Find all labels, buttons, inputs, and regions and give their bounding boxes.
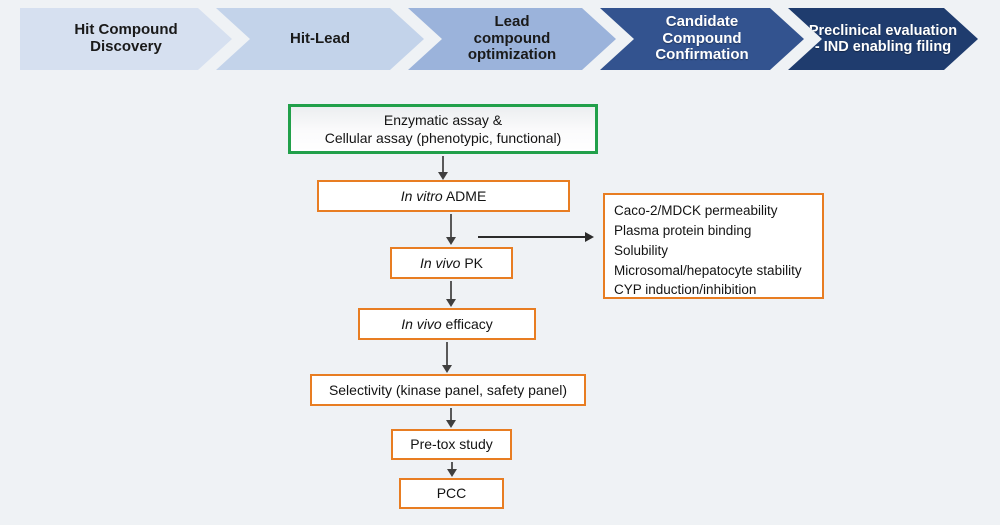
flow-node-selectivity[interactable]: Selectivity (kinase panel, safety panel) bbox=[310, 374, 586, 406]
stage-chevron-hit-lead[interactable]: Hit-Lead bbox=[216, 8, 424, 70]
flow-node-in-vivo-pk-label: In vivo PK bbox=[419, 254, 484, 271]
arrow-in-vivo-pk-to-in-vivo-efficacy bbox=[450, 281, 452, 300]
flow-node-assay-label: Enzymatic assay &Cellular assay (phenoty… bbox=[324, 111, 562, 146]
arrow-pre-tox-study-to-pcc bbox=[451, 462, 453, 470]
adme-assay-details-box[interactable]: Caco-2/MDCK permeability Plasma protein … bbox=[603, 193, 824, 299]
detail-item: Plasma protein binding bbox=[614, 222, 752, 238]
flow-node-in-vivo-pk[interactable]: In vivo PK bbox=[390, 247, 513, 279]
stage-label-hit-lead: Hit-Lead bbox=[290, 29, 350, 47]
flow-node-pre-tox-study[interactable]: Pre-tox study bbox=[391, 429, 512, 460]
flow-node-pre-tox-study-label: Pre-tox study bbox=[410, 436, 493, 453]
flow-node-in-vitro-adme[interactable]: In vitro ADME bbox=[317, 180, 570, 212]
arrow-assay-to-in-vitro-adme bbox=[442, 156, 444, 173]
detail-item: Microsomal/hepatocyte stability bbox=[614, 262, 802, 278]
detail-item: Caco-2/MDCK permeability bbox=[614, 203, 778, 218]
arrow-in-vitro-adme-to-in-vivo-pk bbox=[450, 214, 452, 238]
stage-label-preclinical-evaluation: Preclinical evaluation- IND enabling fil… bbox=[808, 22, 958, 55]
detail-item: Solubility bbox=[614, 242, 669, 258]
flow-node-in-vivo-efficacy[interactable]: In vivo efficacy bbox=[358, 308, 536, 340]
flow-node-assay[interactable]: Enzymatic assay &Cellular assay (phenoty… bbox=[288, 104, 598, 154]
flow-node-in-vivo-efficacy-label: In vivo efficacy bbox=[401, 315, 493, 332]
flow-node-pcc[interactable]: PCC bbox=[399, 478, 504, 509]
flow-node-selectivity-label: Selectivity (kinase panel, safety panel) bbox=[328, 381, 568, 398]
arrow-selectivity-to-pre-tox-study bbox=[450, 408, 452, 421]
stage-chevron-preclinical-evaluation[interactable]: Preclinical evaluation- IND enabling fil… bbox=[788, 8, 978, 70]
flow-node-pcc-label: PCC bbox=[436, 485, 467, 502]
arrow-to-adme-assay-details bbox=[478, 236, 586, 238]
flow-node-in-vitro-adme-label: In vitro ADME bbox=[400, 187, 487, 204]
arrow-in-vivo-efficacy-to-selectivity bbox=[446, 342, 448, 366]
detail-item: CYP induction/inhibition bbox=[614, 282, 757, 298]
